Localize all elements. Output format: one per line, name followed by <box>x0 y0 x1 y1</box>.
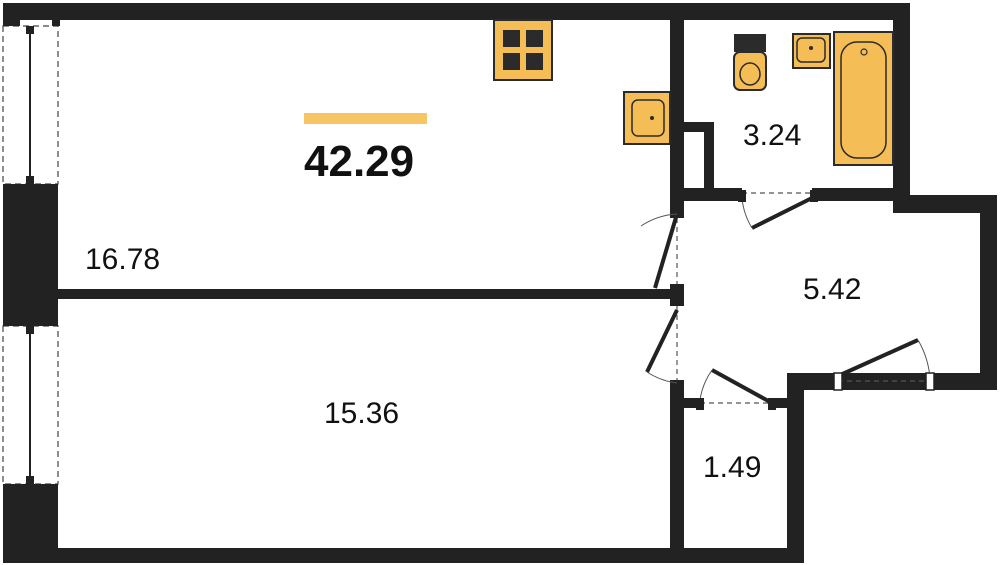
total-area-label: 42.29 <box>304 137 414 186</box>
bathroom-area-label: 3.24 <box>743 119 801 152</box>
door-icon <box>696 368 776 410</box>
hallway-area-label: 5.42 <box>803 273 861 306</box>
door-icon <box>833 338 935 391</box>
living-room-area-label: 16.78 <box>85 243 160 276</box>
window-icon <box>2 325 59 485</box>
door-icon <box>640 213 679 289</box>
window-icon <box>2 25 59 185</box>
door-icon <box>738 190 818 230</box>
walls <box>3 3 997 563</box>
door-icon <box>645 306 679 384</box>
bedroom-area-label: 15.36 <box>324 397 399 430</box>
toilet-icon <box>733 34 767 91</box>
bathtub-icon <box>833 31 894 166</box>
total-area-accent-bar <box>304 113 427 124</box>
sink-icon <box>623 91 671 145</box>
sink-icon <box>792 33 831 69</box>
stove-icon <box>493 19 553 81</box>
storage-area-label: 1.49 <box>703 451 761 484</box>
